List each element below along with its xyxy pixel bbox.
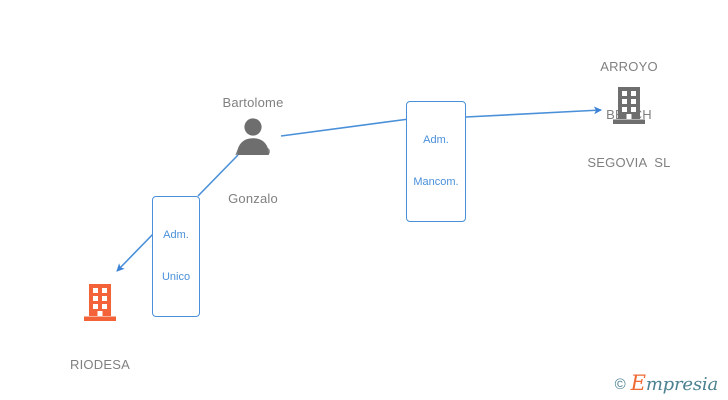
edge-label-line-2: Unico (161, 271, 191, 283)
building-icon-arroyo[interactable] (610, 86, 648, 126)
empresia-logo-rest: mpresia (645, 374, 718, 395)
edge-line-mancom-right (465, 106, 602, 118)
edge-label-line-1: Adm. (163, 229, 189, 241)
building-icon-riodesa[interactable] (81, 283, 119, 323)
edge-label-line-2: Mancom. (413, 176, 459, 188)
edge-label-line-1: Adm. (423, 134, 449, 146)
edge-line-unico-upper (197, 154, 239, 197)
company-riodesa-label-line-1: RIODESA (70, 357, 130, 372)
company-riodesa-label: RIODESA 55 SL (30, 325, 170, 400)
person-label-line-3: Gonzalo (228, 191, 278, 206)
copyright-icon: © (614, 375, 626, 393)
company-arroyo-label: ARROYO BEACH SEGOVIA SL (559, 27, 699, 203)
edge-line-unico-lower (116, 231, 156, 272)
person-icon[interactable] (233, 115, 273, 155)
company-arroyo-label-line-1: ARROYO (600, 59, 658, 74)
edge-label-adm-unico[interactable]: Adm. Unico (152, 196, 200, 317)
edge-line-mancom-left (280, 118, 410, 137)
company-arroyo-label-line-3: SEGOVIA SL (587, 155, 671, 170)
empresia-watermark: © Empresia (614, 371, 719, 395)
person-label-line-1: Bartolome (222, 95, 284, 110)
empresia-logo-initial: E (630, 371, 646, 395)
empresia-logo: Empresia (630, 371, 719, 395)
edge-label-adm-mancom[interactable]: Adm. Mancom. (406, 101, 466, 222)
